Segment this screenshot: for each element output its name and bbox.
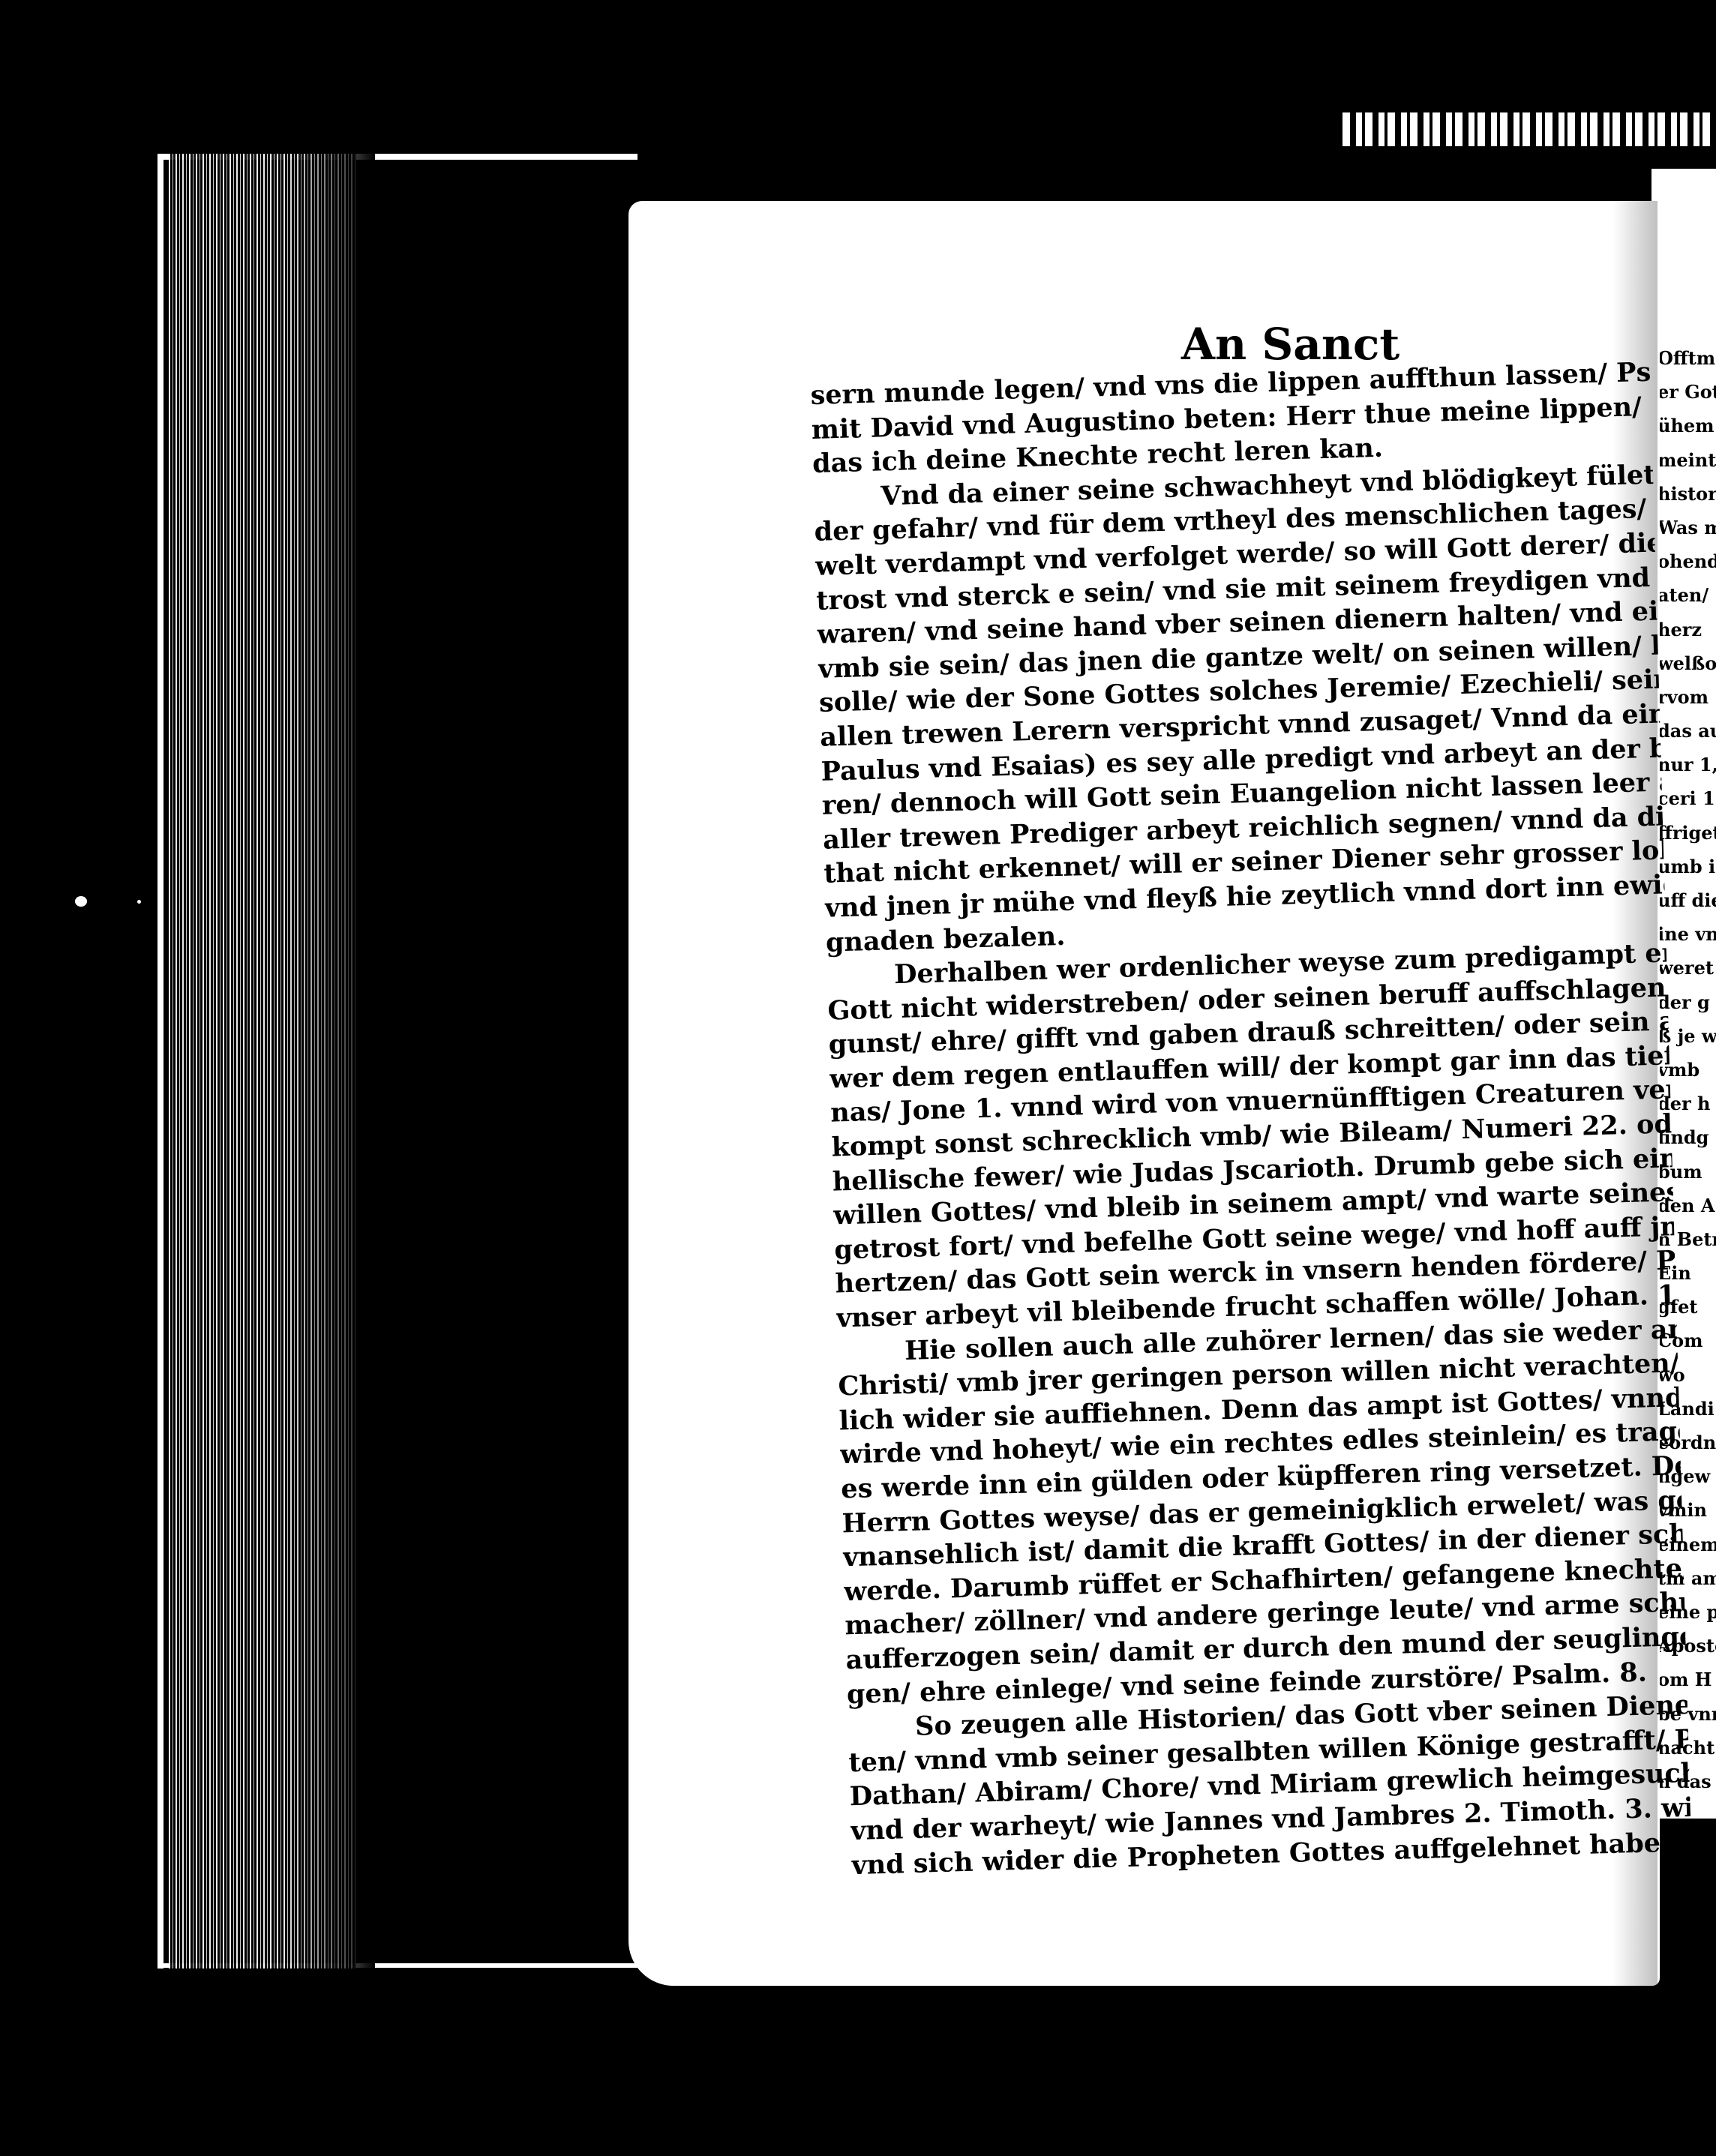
facing-page-line: ine vn bbox=[1658, 923, 1716, 946]
speck-small bbox=[137, 900, 141, 904]
facing-page-text: Offtma er Gott ühem b meinte P historieWas m… bbox=[1658, 341, 1716, 1798]
page-block-left-edge bbox=[158, 154, 164, 1969]
facing-page-line: n das bbox=[1658, 1770, 1712, 1792]
page-block-bottom-edge bbox=[158, 1963, 638, 1968]
book-page bbox=[628, 201, 1660, 1986]
facing-page-line: ohendie bbox=[1658, 550, 1716, 573]
facing-page-line: welßo bbox=[1658, 652, 1716, 674]
facing-page-line: der g bbox=[1658, 991, 1710, 1013]
facing-page-line: vmb bbox=[1658, 1058, 1700, 1081]
facing-page-line: nur 1,2 bbox=[1658, 754, 1716, 776]
margin-note-line: Gott helt bbox=[670, 1684, 752, 1703]
margin-note-line: Dienern. bbox=[670, 1742, 750, 1762]
facing-page-line: das au bbox=[1658, 720, 1716, 742]
facing-page-line: nacht h bbox=[1658, 1736, 1716, 1759]
facing-page-line: Com bbox=[1658, 1330, 1703, 1352]
facing-page-line: eine p bbox=[1658, 1600, 1716, 1623]
facing-page-line: Was m bbox=[1658, 516, 1716, 538]
facing-page-line: Ein bbox=[1658, 1262, 1691, 1285]
facing-page-line: wo bbox=[1658, 1363, 1685, 1386]
page-edges-shadow bbox=[285, 154, 375, 1969]
facing-page-line: be vnn bbox=[1658, 1702, 1716, 1725]
facing-page-line: rvom bbox=[1658, 685, 1708, 708]
facing-page-line: den A bbox=[1658, 1194, 1715, 1216]
margin-note-line: von einan- bbox=[670, 1381, 766, 1400]
facing-page-line: er Gott bbox=[1658, 381, 1716, 403]
facing-page-line: ühem b bbox=[1658, 415, 1716, 437]
facing-page-line: om H bbox=[1658, 1669, 1712, 1691]
margin-note-line: vnnd person bbox=[670, 1361, 784, 1381]
facing-page-line: historie bbox=[1658, 482, 1716, 505]
facing-page-line: umb ist bbox=[1658, 855, 1716, 877]
facing-page-line: meinte P bbox=[1658, 448, 1716, 471]
facing-page-line: Landi bbox=[1658, 1397, 1714, 1420]
facing-page-line: bum bbox=[1658, 1160, 1702, 1183]
facing-page-line: findg bbox=[1658, 1126, 1709, 1149]
page-gutter-shadow bbox=[1612, 201, 1658, 1986]
facing-page-line: ngew bbox=[1658, 1465, 1711, 1488]
margin-note-line: Wie die zu- bbox=[670, 1322, 773, 1342]
facing-page-line: ceri 16, bbox=[1658, 787, 1716, 810]
facing-page-line: uff die bbox=[1658, 889, 1716, 911]
margin-note-line: vber seinen bbox=[670, 1703, 777, 1723]
facing-page-line: gfet bbox=[1658, 1296, 1698, 1318]
facing-page-line: eordne bbox=[1658, 1432, 1716, 1453]
facing-page-line: vmin bbox=[1658, 1499, 1707, 1522]
facing-page-line: aten/ bbox=[1658, 584, 1709, 607]
facing-page-line: weret w bbox=[1658, 957, 1716, 979]
facing-page-line: der h bbox=[1658, 1093, 1711, 1115]
body-text: sern munde legen/ vnd vns die lippen auf… bbox=[810, 355, 1692, 1883]
facing-page-line: Apostel bbox=[1658, 1635, 1716, 1657]
margin-note-line: sollen. bbox=[670, 1420, 731, 1439]
speck bbox=[75, 896, 87, 907]
facing-page-line: n Betr bbox=[1658, 1228, 1716, 1250]
facing-page-line: herz bbox=[1658, 618, 1702, 640]
facing-page-line: einem bbox=[1658, 1533, 1716, 1555]
running-head: An Sanct bbox=[1181, 319, 1400, 370]
page-block-top-edge bbox=[158, 154, 638, 160]
margin-note-line: der scheiden bbox=[670, 1400, 789, 1420]
facing-page-line: tm amp bbox=[1658, 1567, 1716, 1589]
facing-page-top-edge bbox=[1342, 112, 1716, 146]
facing-page-line: ffriget bbox=[1658, 821, 1716, 844]
margin-note-line: ordenlichen bbox=[670, 1723, 781, 1742]
facing-page-line: ß je wo bbox=[1658, 1024, 1716, 1047]
facing-page-line: Offtma bbox=[1658, 347, 1716, 369]
margin-note-line: hörer ampt bbox=[670, 1342, 774, 1361]
